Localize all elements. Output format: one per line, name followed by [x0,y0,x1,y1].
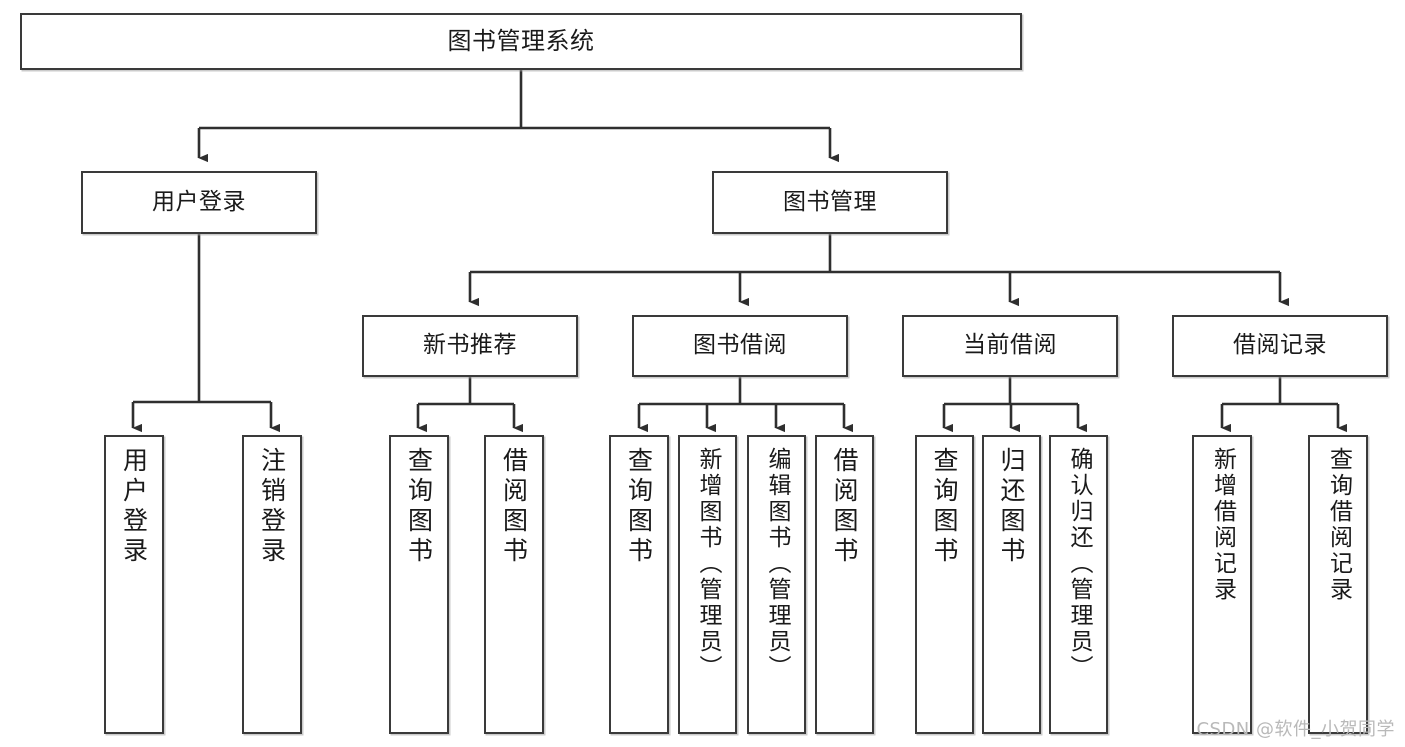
node-label: 确认归还（管理员） [1066,447,1092,681]
node-root-book-management-system[interactable]: 图书管理系统 [20,13,1022,70]
node-label: 借阅图书 [499,447,529,567]
node-label: 归还图书 [997,447,1026,567]
node-leaf-add-borrow-record[interactable]: 新增借阅记录 [1192,435,1252,734]
node-label: 借阅图书 [830,447,859,567]
node-leaf-borrow-book-1[interactable]: 借阅图书 [484,435,544,734]
node-label: 用户登录 [152,188,246,215]
node-new-book-recommend[interactable]: 新书推荐 [362,315,578,377]
node-leaf-confirm-return-admin[interactable]: 确认归还（管理员） [1049,435,1108,734]
node-label: 编辑图书（管理员） [764,447,790,681]
node-leaf-edit-book-admin[interactable]: 编辑图书（管理员） [747,435,806,734]
node-current-borrow[interactable]: 当前借阅 [902,315,1118,377]
node-label: 查询图书 [624,447,654,567]
node-book-management[interactable]: 图书管理 [712,171,948,234]
node-leaf-query-book-2[interactable]: 查询图书 [609,435,669,734]
node-label: 新增图书（管理员） [695,447,721,681]
node-leaf-logout-login[interactable]: 注销登录 [242,435,302,734]
node-label: 借阅记录 [1233,332,1327,359]
node-leaf-return-book[interactable]: 归还图书 [982,435,1041,734]
node-leaf-query-book-1[interactable]: 查询图书 [389,435,449,734]
node-label: 新书推荐 [423,332,517,359]
node-label: 新增借阅记录 [1209,447,1236,603]
node-leaf-query-borrow-record[interactable]: 查询借阅记录 [1308,435,1368,734]
csdn-watermark: CSDN @软件_小贺同学 [1196,719,1395,740]
node-label: 图书管理 [783,188,877,215]
node-leaf-user-login[interactable]: 用户登录 [104,435,164,734]
node-book-borrow[interactable]: 图书借阅 [632,315,848,377]
node-label: 用户登录 [119,447,149,567]
node-label: 查询借阅记录 [1325,447,1352,603]
node-borrow-record[interactable]: 借阅记录 [1172,315,1388,377]
node-leaf-borrow-book-2[interactable]: 借阅图书 [815,435,874,734]
node-label: 查询图书 [930,447,959,567]
node-label: 查询图书 [404,447,434,567]
node-leaf-query-book-3[interactable]: 查询图书 [915,435,974,734]
node-label: 图书借阅 [693,332,787,359]
node-label: 当前借阅 [963,332,1057,359]
node-user-login[interactable]: 用户登录 [81,171,317,234]
node-label: 注销登录 [257,447,287,567]
node-leaf-add-book-admin[interactable]: 新增图书（管理员） [678,435,737,734]
node-label: 图书管理系统 [447,27,595,56]
